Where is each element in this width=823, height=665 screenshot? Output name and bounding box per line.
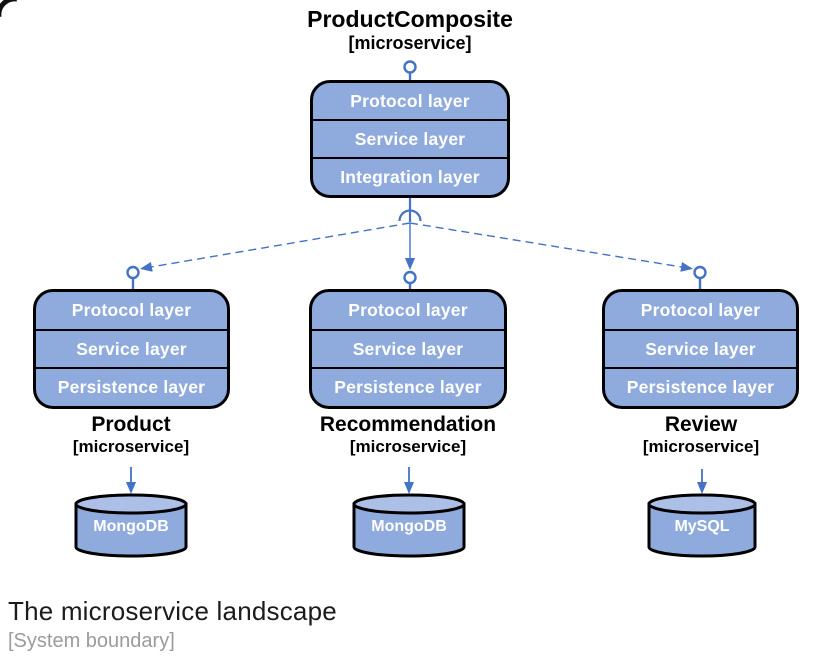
- database-cylinder-recommendation: [352, 493, 466, 558]
- service-name: Recommendation: [319, 413, 497, 436]
- lollipop-composite-icon: [403, 60, 417, 81]
- lollipop-review-icon: [693, 265, 707, 291]
- composite-label: ProductComposite [microservice]: [260, 6, 560, 55]
- connector-composite-to-review: [409, 222, 693, 272]
- layer-service: Service layer: [36, 328, 227, 368]
- review-box: Protocol layer Service layer Persistence…: [602, 289, 799, 409]
- review-label: Review [microservice]: [601, 413, 801, 458]
- layer-protocol: Protocol layer: [71, 299, 192, 320]
- database-cylinder-product: [74, 493, 188, 558]
- diagram-caption: The microservice landscape [System bound…: [8, 596, 337, 653]
- caption-subtitle: [System boundary]: [8, 630, 175, 652]
- layer-persistence: Persistence layer: [605, 367, 796, 406]
- service-stereotype: [microservice]: [642, 437, 760, 457]
- layer-service: Service layer: [313, 119, 507, 157]
- layer-protocol: Protocol layer: [350, 90, 470, 111]
- lollipop-product-icon: [126, 265, 140, 291]
- system-boundary-corner: [0, 0, 17, 17]
- product-database-label: MongoDB: [93, 518, 169, 535]
- service-stereotype: [microservice]: [72, 437, 190, 457]
- layer-protocol: Protocol layer: [348, 299, 468, 320]
- layer-persistence: Persistence layer: [36, 367, 227, 406]
- layer-service: Service layer: [605, 328, 796, 368]
- layer-protocol: Protocol layer: [640, 299, 761, 320]
- layer-persistence: Persistence layer: [312, 367, 504, 406]
- recommendation-label: Recommendation [microservice]: [308, 413, 508, 458]
- service-stereotype: [microservice]: [349, 437, 467, 457]
- composite-stereotype: [microservice]: [348, 33, 472, 54]
- service-name: Review: [664, 413, 738, 436]
- layer-service: Service layer: [312, 328, 504, 368]
- composite-name: ProductComposite: [307, 6, 513, 32]
- composite-box: Protocol layer Service layer Integration…: [310, 80, 510, 198]
- recommendation-database-label: MongoDB: [371, 518, 447, 535]
- product-box: Protocol layer Service layer Persistence…: [33, 289, 230, 409]
- connector-composite-to-product: [140, 222, 411, 272]
- review-database-label: MySQL: [674, 518, 730, 535]
- socket-composite-icon: [398, 198, 422, 222]
- service-name: Product: [91, 413, 171, 436]
- recommendation-box: Protocol layer Service layer Persistence…: [309, 289, 507, 409]
- caption-title: The microservice landscape: [8, 596, 337, 626]
- layer-integration: Integration layer: [313, 157, 507, 195]
- product-label: Product [microservice]: [31, 413, 231, 458]
- lollipop-recommendation-icon: [403, 270, 417, 290]
- database-cylinder-review: [647, 493, 757, 558]
